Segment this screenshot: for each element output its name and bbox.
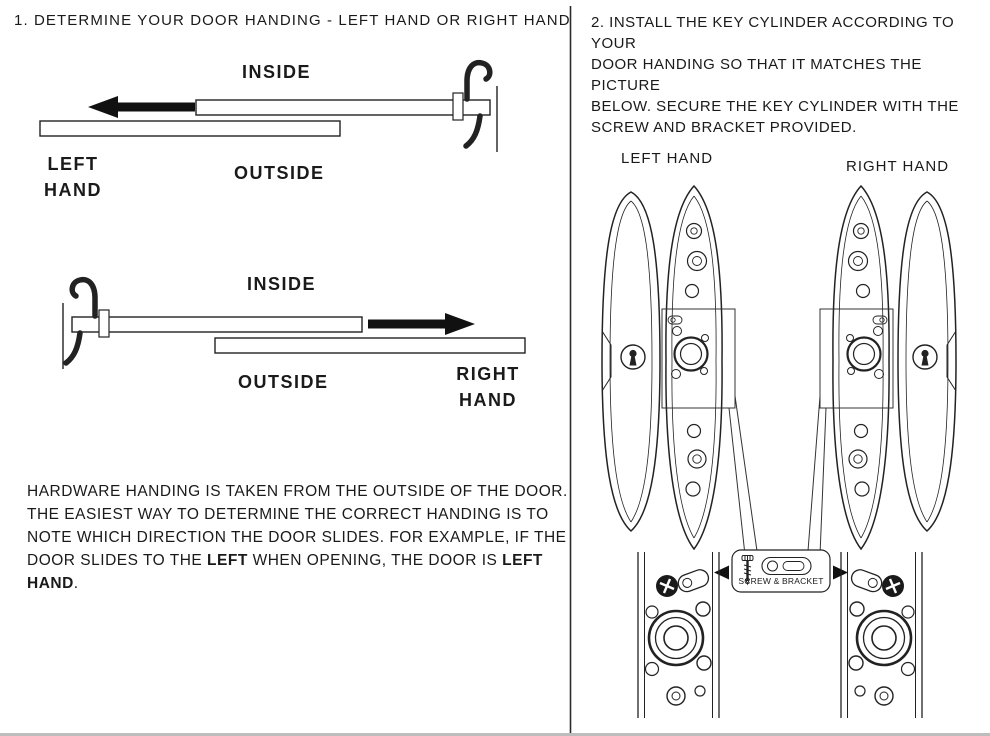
handing-note: HARDWARE HANDING IS TAKEN FROM THE OUTSI… [27,480,575,595]
outside-label: OUTSIDE [234,163,325,183]
arrow-left-icon [714,565,729,580]
note-bold-segment: LEFT [207,552,248,569]
note-bold-segment: LEFT HAND [27,552,543,592]
cylinder-detail-view [637,552,720,718]
left-direction-arrow [88,96,195,118]
key-cylinder-icon [673,336,709,372]
note-segment: HARDWARE HANDING IS TAKEN FROM THE OUTSI… [27,483,568,569]
door-handle-icon [63,276,98,366]
interior-escutcheon-drawing [665,184,723,551]
left-hand-column-label: LEFT HAND [621,150,714,167]
note-segment: . [73,575,79,592]
door-diagram-right-hand [62,276,526,369]
screw-bracket-callout [714,549,848,593]
right-hand-label: RIGHT HAND [456,364,520,410]
right-hand-column-label: RIGHT HAND [846,158,950,175]
screw-icon [741,555,754,586]
outside-label: OUTSIDE [238,372,329,392]
keyhole-icon [620,344,646,370]
note-segment: WHEN OPENING, THE DOOR IS [247,552,503,569]
right-direction-arrow [368,313,475,335]
exterior-handle-drawing [601,191,661,533]
inside-label: INSIDE [247,274,317,294]
phillips-screw-icon [656,575,678,597]
screw-bracket-label: SCREW & BRACKET [738,576,824,586]
door-handle-icon [463,59,493,149]
page-bottom-edge [0,733,990,736]
step2-title: 2. INSTALL THE KEY CYLINDER ACCORDING TO… [591,14,959,136]
zoom-callout-boxes [661,308,894,556]
step1-title: 1. DETERMINE YOUR DOOR HANDING - LEFT HA… [14,12,571,29]
inside-label: INSIDE [242,62,312,82]
door-diagram-left-hand [39,59,498,152]
left-hand-label: LEFT HAND [44,154,102,200]
bracket-icon [761,556,812,576]
